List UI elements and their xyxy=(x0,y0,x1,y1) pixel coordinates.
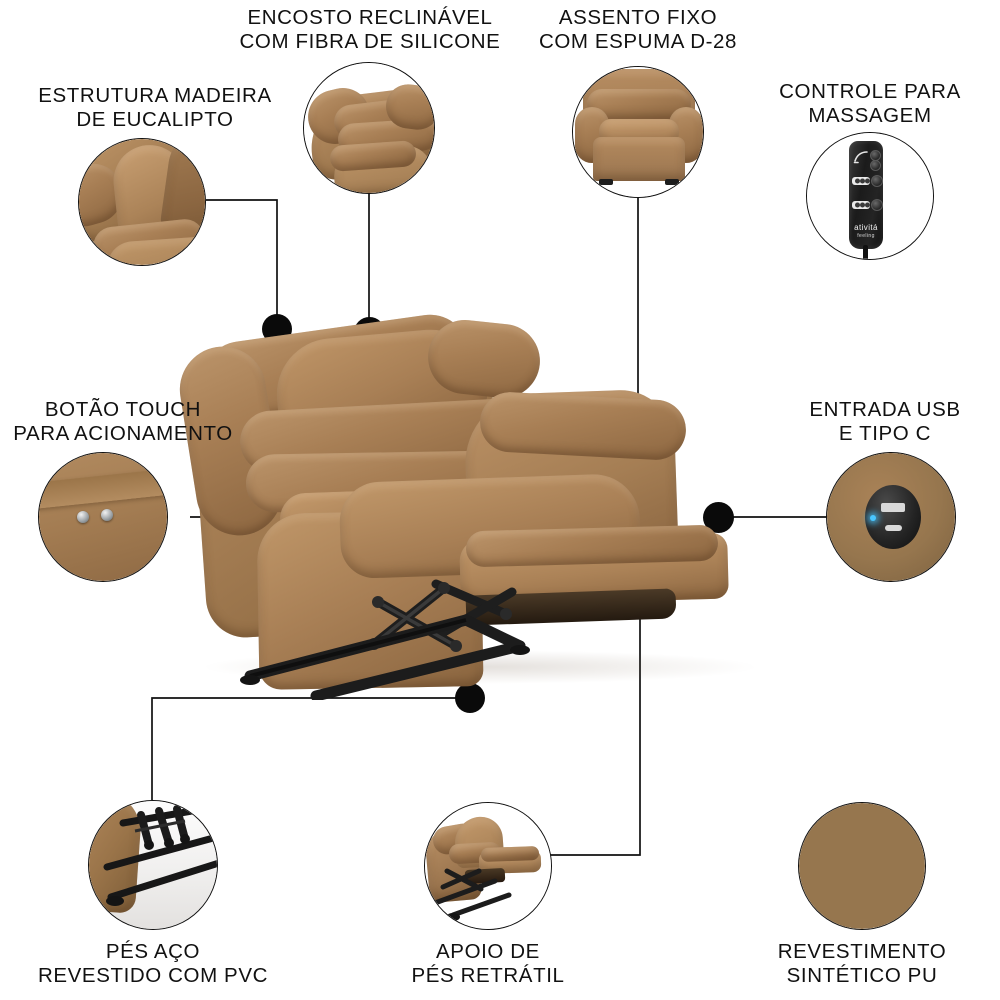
usb-c-port[interactable] xyxy=(885,525,902,531)
leader-estrutura xyxy=(206,199,278,329)
steel-base-frame xyxy=(240,614,530,700)
recline-icon xyxy=(853,151,868,164)
right-arm-roll xyxy=(478,390,688,462)
label-apoio-pes: APOIO DE PÉS RETRÁTIL xyxy=(411,940,565,987)
leader-apoio-pes xyxy=(520,582,641,856)
power-led xyxy=(870,515,876,521)
usb-a-port[interactable] xyxy=(881,503,905,512)
footrest-mechanism-detail xyxy=(432,868,512,921)
label-encosto-reclinavel: ENCOSTO RECLINÁVEL COM FIBRA DE SILICONE xyxy=(239,6,501,53)
label-controle-massagem: CONTROLE PARA MASSAGEM xyxy=(779,80,961,127)
touch-button-detail-1[interactable] xyxy=(77,511,89,523)
touch-button-detail-2[interactable] xyxy=(101,509,113,521)
detail-bubble-controle-massagem: ativitá feeling xyxy=(806,132,934,260)
detail-bubble-pes-aco xyxy=(88,800,218,930)
pu-fabric-swatch xyxy=(799,803,925,929)
detail-bubble-encosto-reclinavel xyxy=(303,62,435,194)
detail-bubble-botao-touch xyxy=(38,452,168,582)
recline-dial-icon-2[interactable] xyxy=(870,160,881,171)
heat-dial-icon[interactable] xyxy=(871,199,883,211)
label-revestimento: REVESTIMENTO SINTÉTICO PU xyxy=(777,940,947,987)
label-estrutura-madeira: ESTRUTURA MADEIRA DE EUCALIPTO xyxy=(38,84,272,131)
detail-bubble-assento-fixo xyxy=(572,66,704,198)
detail-bubble-revestimento xyxy=(798,802,926,930)
label-pes-aco: PÉS AÇO REVESTIDO COM PVC xyxy=(37,940,269,987)
detail-bubble-entrada-usb xyxy=(826,452,956,582)
leader-pes-aco xyxy=(151,697,470,800)
hero-recliner-illustration xyxy=(173,300,840,700)
remote-brand-name: ativitá xyxy=(854,223,878,232)
label-botao-touch: BOTÃO TOUCH PARA ACIONAMENTO xyxy=(13,398,233,445)
label-assento-fixo: ASSENTO FIXO COM ESPUMA D-28 xyxy=(538,6,738,53)
massage-level-keys[interactable] xyxy=(852,177,870,185)
remote-cord xyxy=(863,245,868,259)
steel-legs-detail xyxy=(103,803,217,906)
massage-remote-body[interactable]: ativitá feeling xyxy=(849,141,883,249)
detail-bubble-apoio-pes xyxy=(424,802,552,930)
remote-sub-brand: feeling xyxy=(857,233,875,239)
label-entrada-usb: ENTRADA USB E TIPO C xyxy=(809,398,961,445)
massage-dial-icon[interactable] xyxy=(871,175,883,187)
detail-bubble-estrutura-madeira xyxy=(78,138,206,266)
heat-level-keys[interactable] xyxy=(852,201,870,209)
anchor-dot-pes-aco xyxy=(455,683,485,713)
recliner-mechanism xyxy=(368,579,517,652)
